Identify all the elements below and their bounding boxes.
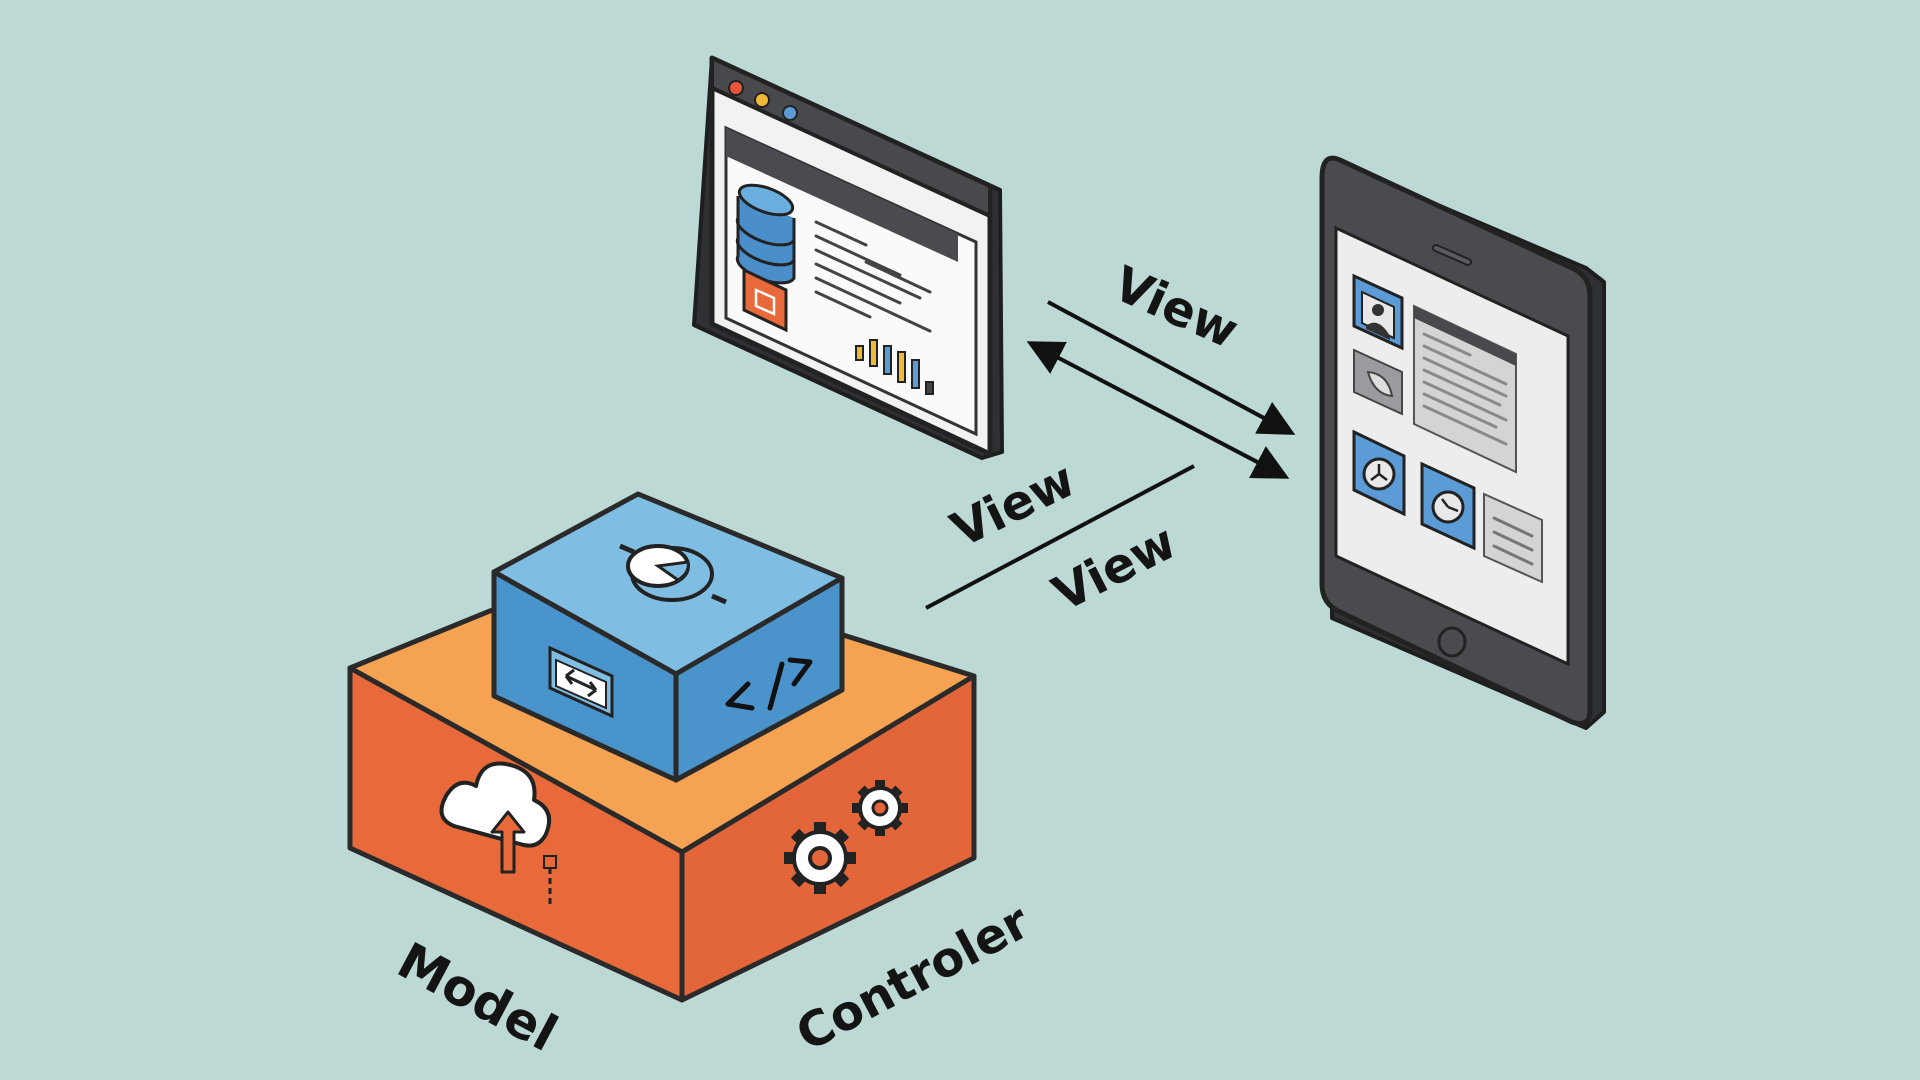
view-line-lower <box>925 464 1195 610</box>
pie-chart-icon <box>619 543 727 605</box>
gears-icon <box>784 780 908 894</box>
home-button-icon <box>1437 626 1467 658</box>
cloud-upload-icon <box>439 761 557 906</box>
clock-tile-icon <box>1352 429 1406 517</box>
bar-chart-icon <box>855 339 934 395</box>
window-minimize-dot-icon <box>754 92 770 108</box>
view-arrow-bidirectional <box>1026 341 1290 479</box>
model-label: Model <box>388 931 566 1062</box>
left-right-arrow-icon <box>548 645 614 719</box>
text-lines-icon <box>814 220 932 333</box>
note-tile-icon <box>1483 492 1543 584</box>
window-maximize-dot-icon <box>782 105 798 121</box>
timer-tile-icon <box>1420 461 1476 551</box>
article-panel-icon <box>1413 304 1517 474</box>
view-label-middle: View <box>943 452 1084 559</box>
window-close-dot-icon <box>728 80 744 96</box>
user-profile-icon <box>1352 273 1404 351</box>
image-placeholder-icon <box>742 267 788 333</box>
view-label-bottom: View <box>1044 514 1185 623</box>
tablet-device <box>1319 155 1606 730</box>
image-tile-icon <box>1353 348 1403 416</box>
code-icon <box>725 657 813 711</box>
model-controller-block <box>347 491 977 1003</box>
browser-window <box>692 55 1004 460</box>
